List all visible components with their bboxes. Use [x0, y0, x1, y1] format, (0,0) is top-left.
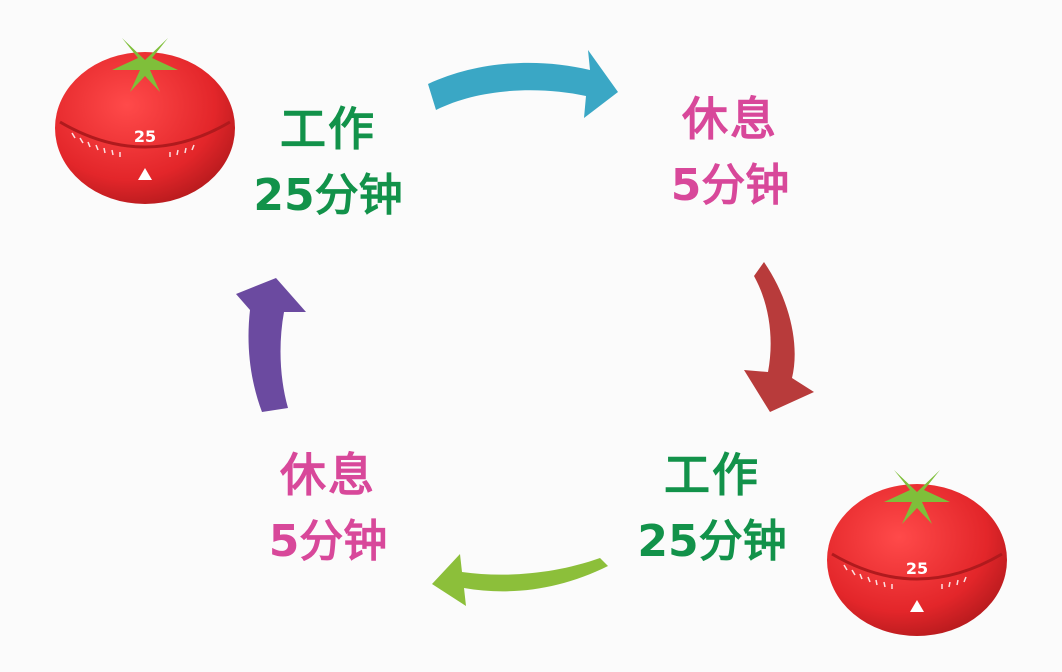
- stage-work-bottom-right: 工作 25分钟: [612, 452, 812, 564]
- tomato-timer-icon: 25: [822, 462, 1012, 642]
- stage-rest-top-right: 休息 5分钟: [630, 96, 830, 208]
- stage-duration: 25分钟: [253, 170, 403, 221]
- timer-dial-number: 25: [906, 559, 928, 578]
- stage-work-top-left: 工作 25分钟: [228, 106, 428, 218]
- stage-rest-bottom-left: 休息 5分钟: [228, 452, 428, 564]
- stage-duration: 5分钟: [670, 160, 790, 211]
- stage-duration: 5分钟: [268, 516, 388, 567]
- stage-title: 休息: [280, 448, 376, 502]
- stage-title: 工作: [280, 102, 376, 156]
- stage-duration: 25分钟: [637, 516, 787, 567]
- timer-dial-number: 25: [134, 127, 156, 146]
- arrow-bottom-left-icon: [432, 554, 608, 606]
- arrow-top-right-icon: [428, 50, 618, 118]
- arrow-left-up-icon: [236, 278, 306, 412]
- tomato-timer-icon: 25: [50, 30, 240, 210]
- arrow-right-down-icon: [744, 262, 814, 412]
- stage-title: 工作: [664, 448, 760, 502]
- stage-title: 休息: [682, 92, 778, 146]
